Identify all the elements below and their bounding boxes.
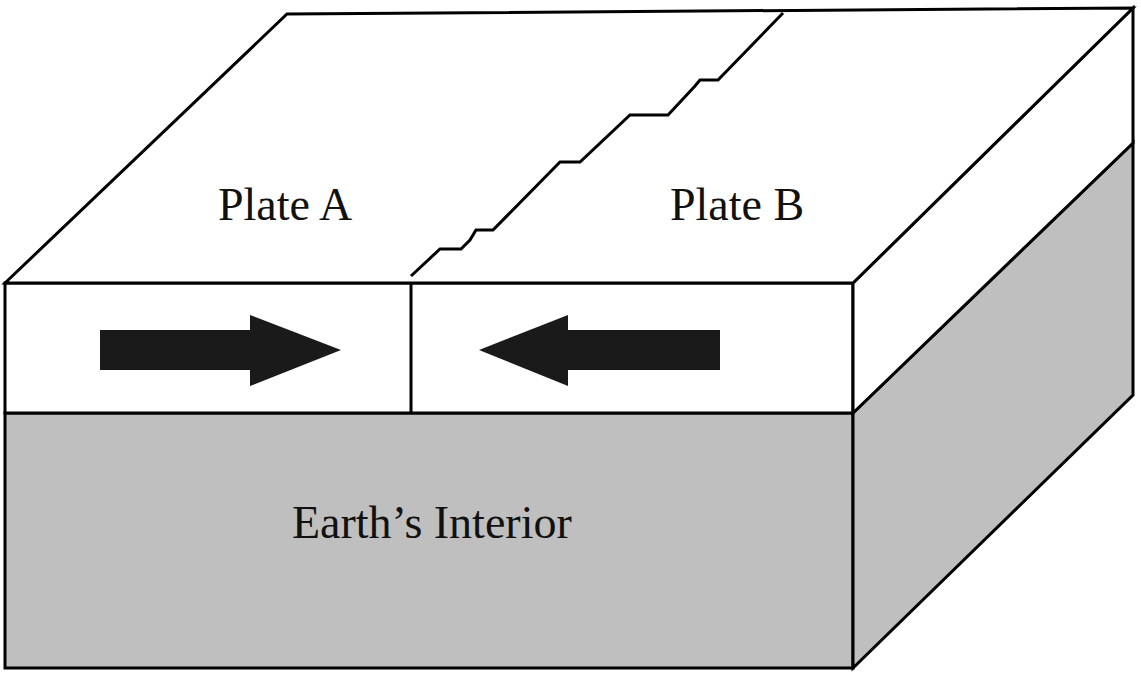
motion-arrow-shaft <box>100 330 252 370</box>
plate-top <box>5 8 1133 283</box>
plate-boundary <box>410 283 413 413</box>
region-label: Earth’s Interior <box>292 498 572 549</box>
plate-front <box>5 283 853 413</box>
region-label: Plate B <box>670 180 804 231</box>
motion-arrow-head <box>250 315 341 386</box>
region-label-box: Plate B <box>664 178 810 233</box>
interior-front <box>5 413 853 668</box>
motion-arrow-shaft <box>566 330 720 370</box>
motion-arrow-head <box>479 315 568 386</box>
fault-line <box>411 13 783 276</box>
region-label-box: Earth’s Interior <box>286 496 578 551</box>
region-label: Plate A <box>218 180 352 231</box>
region-label-box: Plate A <box>212 178 358 233</box>
